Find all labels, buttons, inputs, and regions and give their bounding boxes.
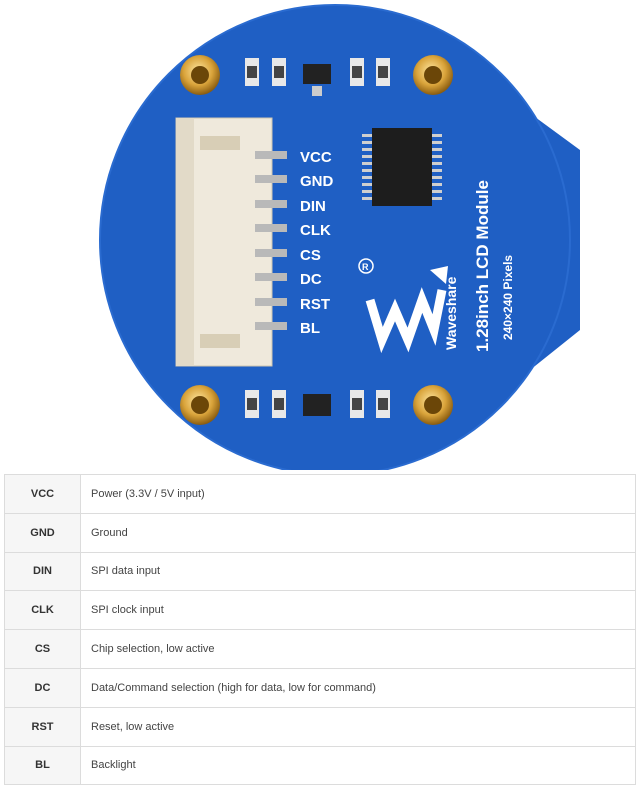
bottom-smd-components bbox=[245, 390, 390, 418]
pin-description: Backlight bbox=[80, 745, 636, 786]
pin-name: GND bbox=[4, 512, 81, 553]
ic-chip bbox=[362, 128, 442, 206]
pin-description: Ground bbox=[80, 512, 636, 553]
pin-name: BL bbox=[4, 745, 81, 786]
pin-description: Data/Command selection (high for data, l… bbox=[80, 667, 636, 708]
pin-name: VCC bbox=[4, 474, 81, 514]
silk-label-dc: DC bbox=[300, 271, 322, 288]
pin-name: CS bbox=[4, 629, 81, 669]
pin-description: Chip selection, low active bbox=[80, 629, 636, 669]
table-row: DC Data/Command selection (high for data… bbox=[4, 667, 636, 708]
pcb-board bbox=[99, 4, 580, 470]
top-smd-components bbox=[245, 58, 390, 96]
mounting-hole-bottom-right bbox=[413, 385, 453, 425]
product-photo: VCC GND DIN CLK CS DC RST BL R Waveshare… bbox=[99, 4, 580, 470]
mounting-hole-bottom-left bbox=[180, 385, 220, 425]
table-row: BL Backlight bbox=[4, 745, 636, 786]
silk-label-clk: CLK bbox=[300, 222, 331, 239]
table-row: VCC Power (3.3V / 5V input) bbox=[4, 474, 636, 514]
table-row: RST Reset, low active bbox=[4, 706, 636, 747]
silk-label-cs: CS bbox=[300, 247, 321, 264]
pin-description: Reset, low active bbox=[80, 706, 636, 747]
mounting-hole-top-right bbox=[413, 55, 453, 95]
pin-description-table: VCC Power (3.3V / 5V input) GND Ground D… bbox=[4, 474, 636, 786]
pin-name: DIN bbox=[4, 551, 81, 592]
board-product-text: Waveshare 1.28inch LCD Module 240×240 Pi… bbox=[443, 180, 515, 352]
product-label: 1.28inch LCD Module bbox=[473, 180, 492, 352]
pin-description: SPI clock input bbox=[80, 590, 636, 631]
svg-text:R: R bbox=[362, 262, 369, 272]
silkscreen-pin-labels: VCC GND DIN CLK CS DC RST BL bbox=[300, 149, 334, 337]
table-row: GND Ground bbox=[4, 512, 636, 553]
pin-name: RST bbox=[4, 706, 81, 747]
silk-label-gnd: GND bbox=[300, 173, 334, 190]
silk-label-bl: BL bbox=[300, 320, 320, 337]
mounting-hole-top-left bbox=[180, 55, 220, 95]
table-row: CLK SPI clock input bbox=[4, 590, 636, 631]
resolution-label: 240×240 Pixels bbox=[501, 255, 515, 340]
silk-label-vcc: VCC bbox=[300, 149, 332, 166]
silk-label-din: DIN bbox=[300, 198, 326, 215]
pin-name: DC bbox=[4, 667, 81, 708]
pin-description: Power (3.3V / 5V input) bbox=[80, 474, 636, 514]
pin-connector bbox=[175, 117, 287, 367]
brand-label: Waveshare bbox=[443, 276, 459, 350]
table-row: DIN SPI data input bbox=[4, 551, 636, 592]
silk-label-rst: RST bbox=[300, 296, 330, 313]
table-row: CS Chip selection, low active bbox=[4, 629, 636, 669]
waveshare-logo: R bbox=[358, 258, 448, 354]
pin-description: SPI data input bbox=[80, 551, 636, 592]
pin-name: CLK bbox=[4, 590, 81, 631]
